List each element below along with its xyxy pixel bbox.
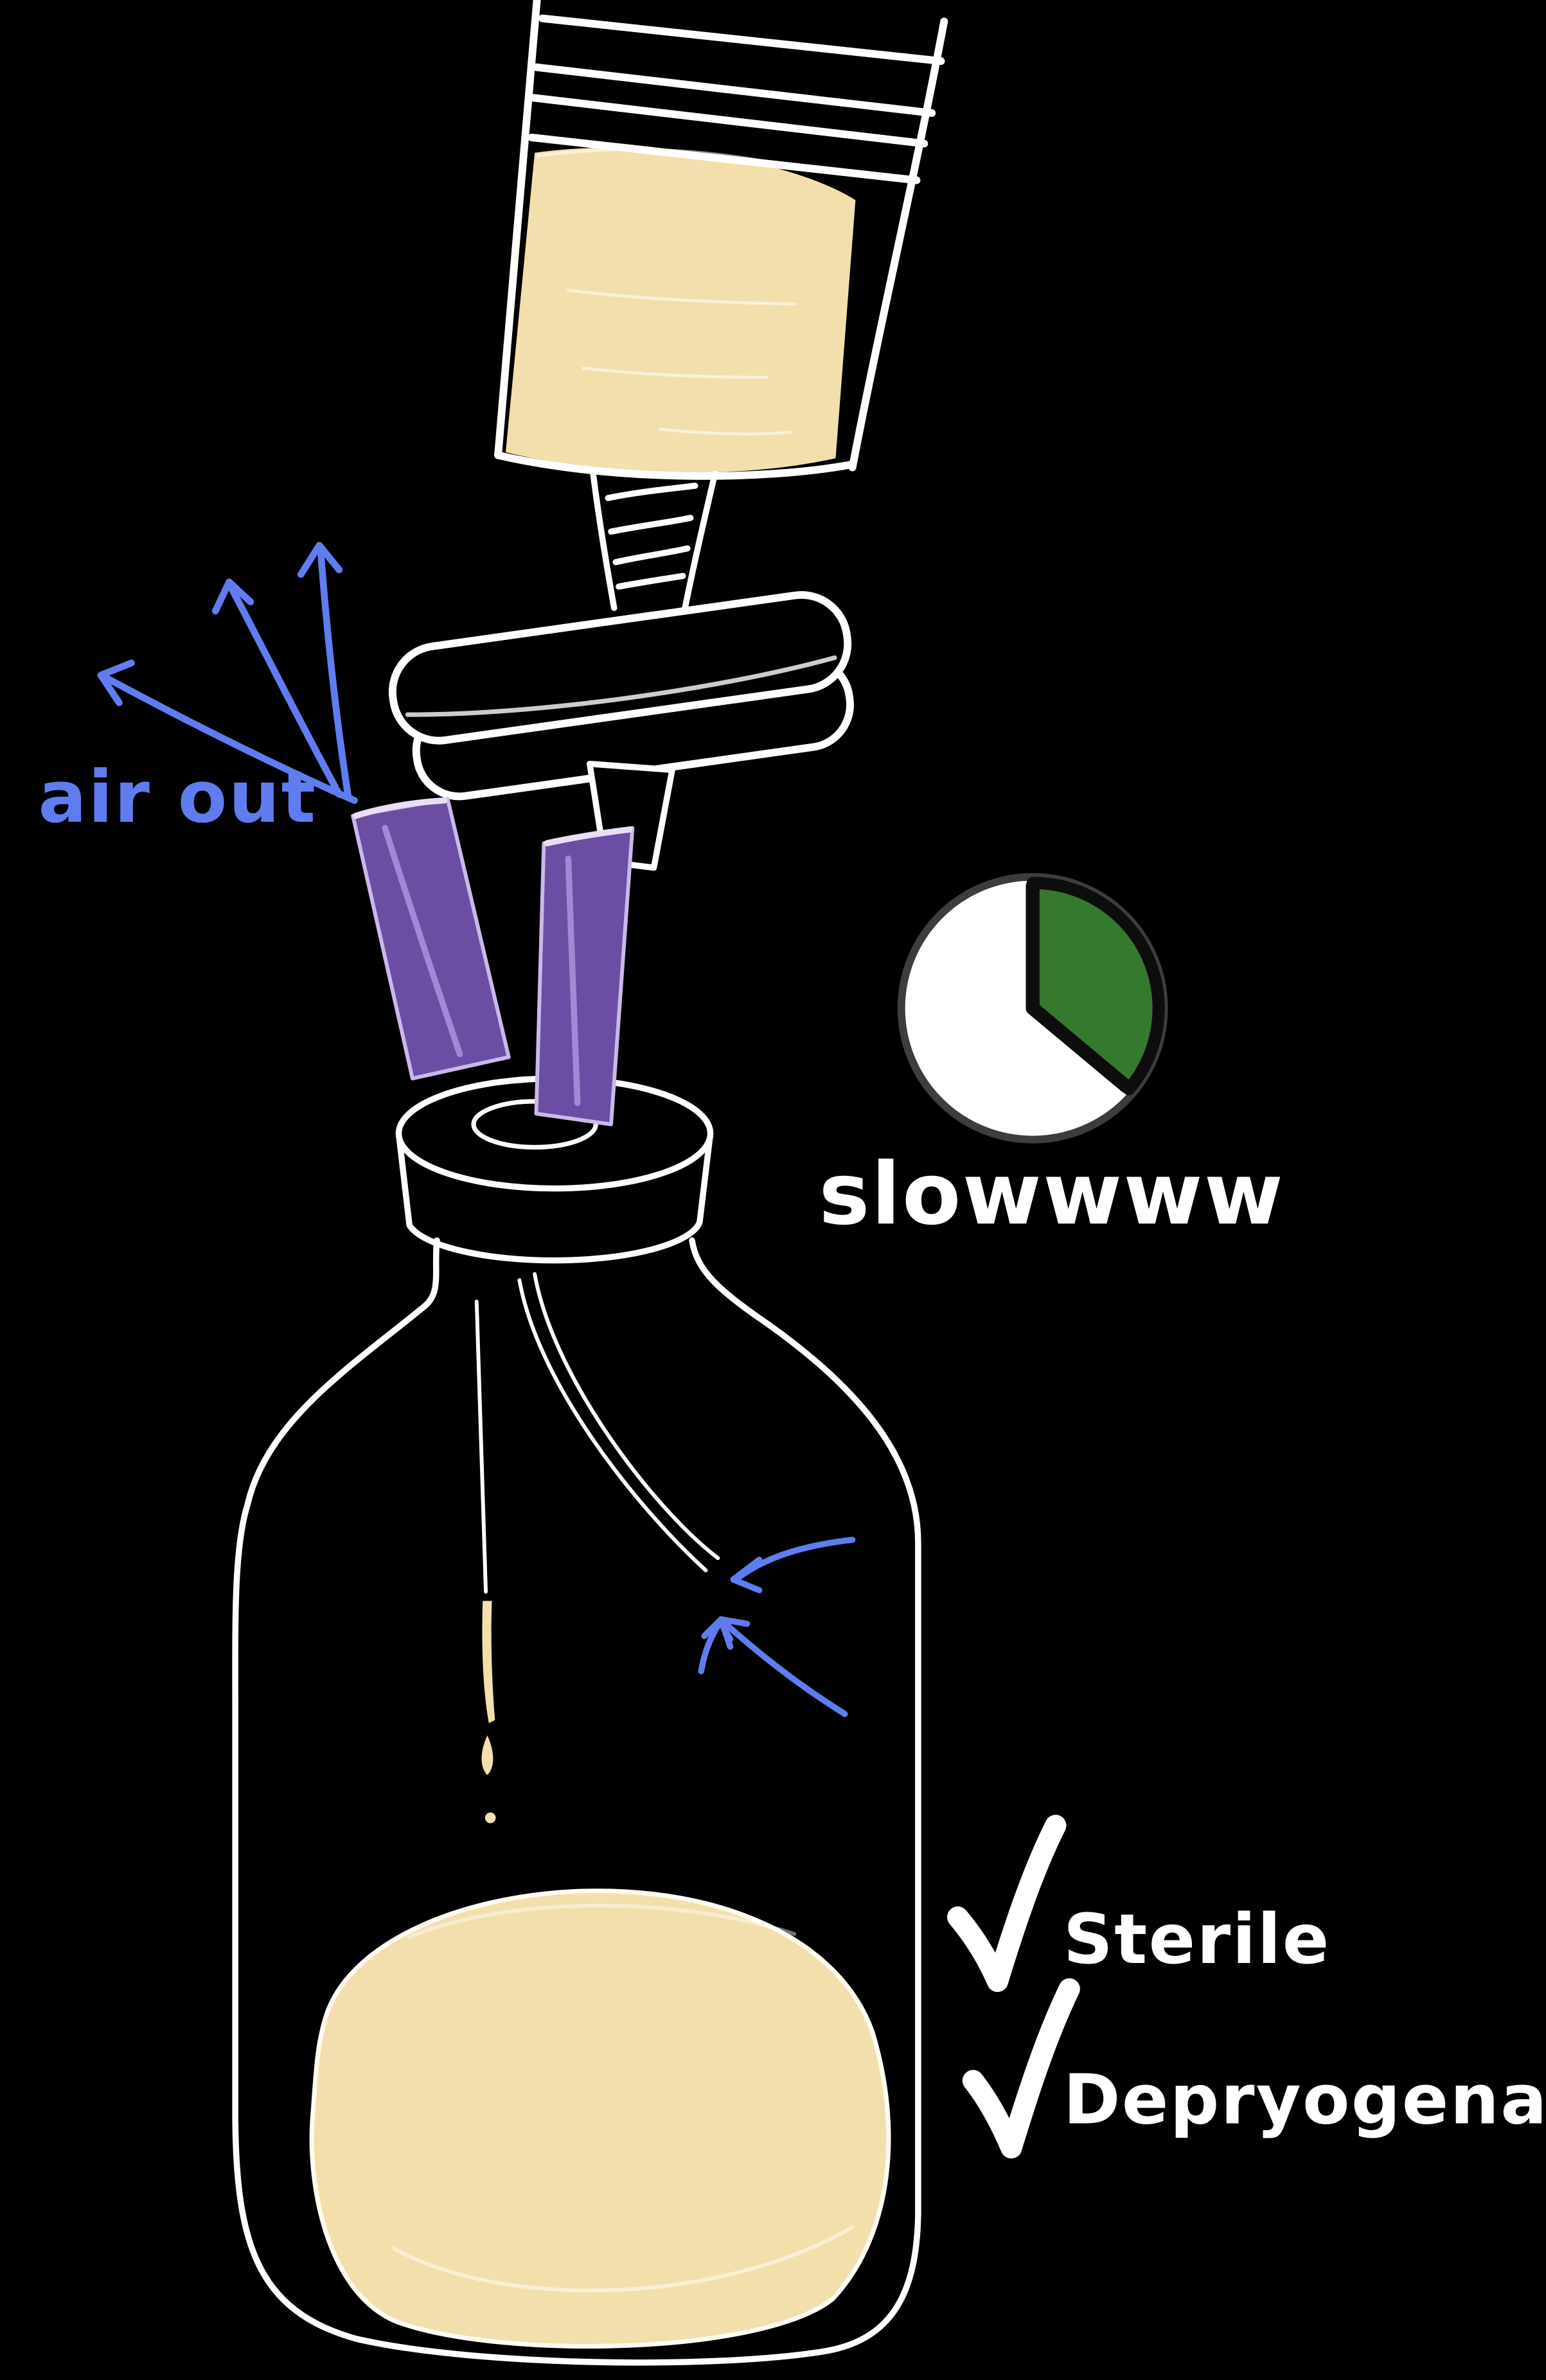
- liquid-stream: [474, 1272, 720, 1594]
- liquid-pool-surface: [407, 1903, 797, 1939]
- slow-label: slowwww: [819, 1144, 1284, 1244]
- air-out-arrows: [97, 542, 358, 804]
- timer-clock-icon: [897, 873, 1168, 1144]
- vent-needle-tip: [353, 797, 448, 819]
- filter-needle-tip: [544, 826, 633, 847]
- syringe-nozzle: [589, 467, 718, 614]
- syringe: [494, 0, 948, 614]
- checklist: [947, 1815, 1080, 2159]
- clock-hand-hour: [1026, 1001, 1133, 1094]
- bottle: [232, 1237, 921, 2366]
- checkmark-icon: [947, 1815, 1067, 1993]
- air-out-label: air out: [38, 756, 317, 839]
- filter-disc-top: [388, 591, 852, 745]
- filter-needle-highlight: [565, 855, 581, 1106]
- filter-seam: [405, 655, 837, 717]
- converging-arrows: [698, 1536, 856, 1718]
- depyrogenated-label: Depryogenated: [1063, 2061, 1546, 2140]
- syringe-barrel-outline: [494, 0, 948, 480]
- vent-needle-highlight: [382, 824, 463, 1058]
- sterile-label: Sterile: [1063, 1900, 1331, 1980]
- needles: [351, 797, 635, 1126]
- clock-elapsed-wedge: [1026, 876, 1165, 1096]
- syringe-filter: [388, 591, 854, 801]
- drips: [481, 1601, 496, 1824]
- syringe-liquid: [505, 147, 856, 473]
- bottle-liquid: [309, 1888, 891, 2349]
- bottle-outline: [232, 1237, 921, 2366]
- filter-needle: [534, 826, 635, 1126]
- checkmark-icon: [962, 1978, 1080, 2159]
- liquid-pool-highlight: [392, 2225, 855, 2293]
- vent-needle: [351, 797, 511, 1081]
